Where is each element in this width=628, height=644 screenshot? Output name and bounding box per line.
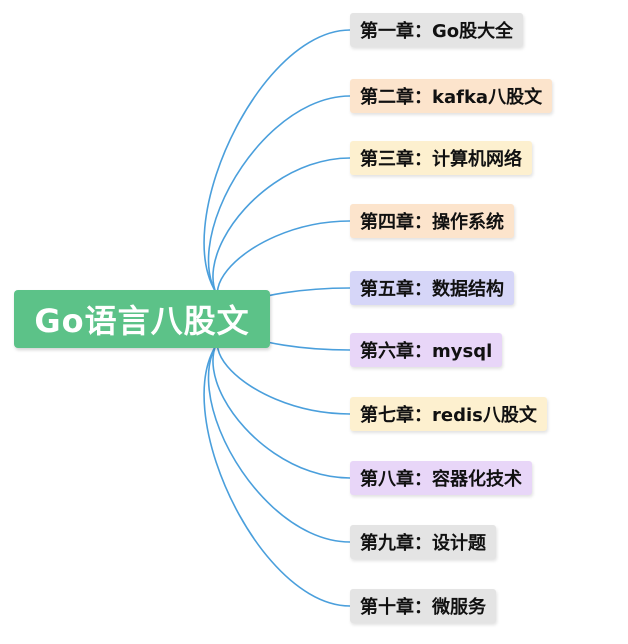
- connector-10: [203, 318, 351, 607]
- root-node-label: Go语言八股文: [34, 302, 250, 340]
- branch-node-chapter-5[interactable]: 第五章：数据结构: [350, 271, 514, 305]
- connector-1: [203, 29, 351, 320]
- branch-node-chapter-7[interactable]: 第七章：redis八股文: [350, 397, 547, 431]
- branch-node-chapter-6[interactable]: 第六章：mysql: [350, 333, 503, 367]
- branch-label: 第六章：mysql: [360, 341, 493, 362]
- branch-label: 第四章：操作系统: [360, 212, 504, 233]
- connector-9: [207, 318, 351, 543]
- branch-node-chapter-10[interactable]: 第十章：微服务: [350, 589, 496, 623]
- branch-node-chapter-9[interactable]: 第九章：设计题: [350, 525, 496, 559]
- branch-label: 第五章：数据结构: [360, 279, 504, 300]
- branch-label: 第八章：容器化技术: [360, 469, 522, 490]
- branch-label: 第三章：计算机网络: [360, 149, 522, 170]
- branch-node-chapter-2[interactable]: 第二章：kafka八股文: [350, 79, 553, 113]
- branch-node-chapter-4[interactable]: 第四章：操作系统: [350, 204, 514, 238]
- branch-label: 第二章：kafka八股文: [360, 87, 543, 108]
- connector-2: [207, 95, 351, 320]
- branch-node-chapter-3[interactable]: 第三章：计算机网络: [350, 141, 532, 175]
- branch-label: 第十章：微服务: [360, 597, 486, 618]
- branch-node-chapter-1[interactable]: 第一章：Go股大全: [350, 13, 524, 47]
- branch-label: 第一章：Go股大全: [360, 21, 514, 42]
- branch-label: 第七章：redis八股文: [360, 405, 537, 426]
- branch-node-chapter-8[interactable]: 第八章：容器化技术: [350, 461, 532, 495]
- root-node[interactable]: Go语言八股文: [14, 290, 270, 348]
- branch-label: 第九章：设计题: [360, 533, 486, 554]
